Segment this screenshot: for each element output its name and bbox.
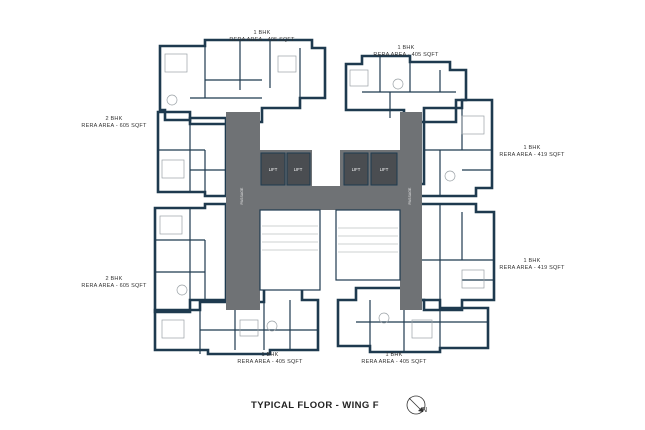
floor-title: TYPICAL FLOOR - WING F xyxy=(251,400,379,411)
unit-type: 1 BHK xyxy=(523,258,541,264)
unit-area: RERA AREA - 605 SQFT xyxy=(81,123,147,129)
lift-label: LIFT xyxy=(294,167,303,172)
unit-type: 2 BHK xyxy=(105,116,123,122)
unit-label-bottom-left: 1 BHK RERA AREA - 405 SQFT xyxy=(230,352,310,366)
lift-2 xyxy=(286,152,311,186)
unit-area: RERA AREA - 419 SQFT xyxy=(499,152,565,158)
unit-area: RERA AREA - 405 SQFT xyxy=(229,37,295,43)
passage-labels: PASSAGE PASSAGE xyxy=(240,187,412,205)
service-core xyxy=(226,112,422,310)
lift-4 xyxy=(370,152,398,186)
unit-area: RERA AREA - 405 SQFT xyxy=(237,359,303,365)
unit-type: 1 BHK xyxy=(261,352,279,358)
lift-label: LIFT xyxy=(269,167,278,172)
unit-area: RERA AREA - 405 SQFT xyxy=(373,52,439,58)
unit-label-left-upper: 2 BHK RERA AREA - 605 SQFT xyxy=(74,116,154,130)
unit-label-bottom-right: 1 BHK RERA AREA - 405 SQFT xyxy=(354,352,434,366)
unit-type: 2 BHK xyxy=(105,276,123,282)
lifts xyxy=(260,152,398,186)
north-arrow-icon xyxy=(406,395,426,415)
lift-label: LIFT xyxy=(380,167,389,172)
unit-label-top-right: 1 BHK RERA AREA - 405 SQFT xyxy=(366,45,446,59)
unit-label-left-lower: 2 BHK RERA AREA - 605 SQFT xyxy=(74,276,154,290)
unit-type: 1 BHK xyxy=(523,145,541,151)
unit-type: 1 BHK xyxy=(397,45,415,51)
passage-label: PASSAGE xyxy=(408,187,412,205)
furniture xyxy=(159,53,485,339)
lift-3 xyxy=(343,152,369,186)
unit-type: 1 BHK xyxy=(253,30,271,36)
unit-area: RERA AREA - 405 SQFT xyxy=(361,359,427,365)
lift-labels: LIFT LIFT LIFT LIFT xyxy=(269,167,389,172)
unit-area: RERA AREA - 605 SQFT xyxy=(81,283,147,289)
passage-label: PASSAGE xyxy=(240,187,244,205)
unit-area: RERA AREA - 419 SQFT xyxy=(499,265,565,271)
lift-1 xyxy=(260,152,286,186)
unit-label-top-left: 1 BHK RERA AREA - 405 SQFT xyxy=(222,30,302,44)
unit-label-right-lower: 1 BHK RERA AREA - 419 SQFT xyxy=(492,258,572,272)
unit-label-right-upper: 1 BHK RERA AREA - 419 SQFT xyxy=(492,145,572,159)
north-label: N xyxy=(422,407,428,414)
lift-label: LIFT xyxy=(352,167,361,172)
unit-type: 1 BHK xyxy=(385,352,403,358)
